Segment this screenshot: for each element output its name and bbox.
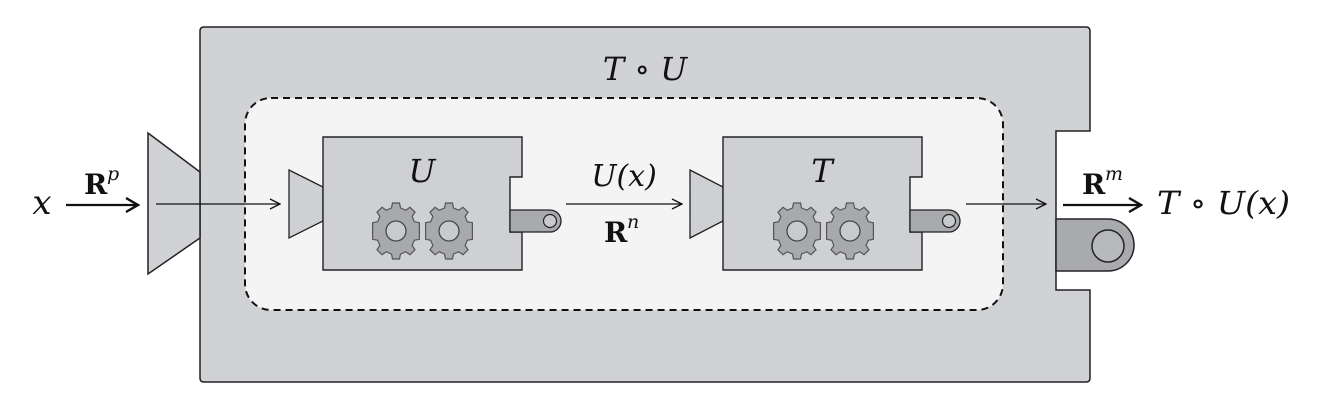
middle-space-label: R n bbox=[604, 211, 639, 249]
machine-u-output-crank bbox=[509, 209, 562, 233]
machine-t-output-crank bbox=[909, 209, 961, 233]
output-space-label: R m bbox=[1082, 163, 1123, 201]
machine-u-gear-left bbox=[371, 202, 421, 260]
composite-label: T ∘ U bbox=[603, 50, 688, 88]
input-space-exponent: p bbox=[107, 163, 119, 185]
output-space-exponent: m bbox=[1105, 163, 1123, 185]
input-space-base: R bbox=[84, 168, 108, 201]
input-space-label: R p bbox=[84, 163, 119, 201]
machine-t-gear-left bbox=[772, 202, 822, 260]
machine-u-gear-right bbox=[424, 202, 474, 260]
input-symbol: x bbox=[32, 183, 51, 223]
machine-u: U bbox=[288, 136, 562, 271]
output-value: T ∘ U(x) bbox=[1157, 184, 1290, 222]
middle-value: U(x) bbox=[591, 159, 657, 194]
machine-t-gear-right bbox=[825, 202, 875, 260]
middle-space-exponent: n bbox=[627, 211, 639, 233]
machine-u-label: U bbox=[409, 152, 437, 190]
machine-t: T bbox=[689, 136, 961, 271]
machine-t-label: T bbox=[811, 152, 835, 190]
composite-output-crank bbox=[1055, 218, 1135, 272]
middle-space-base: R bbox=[604, 216, 628, 249]
output-space-base: R bbox=[1082, 168, 1106, 201]
